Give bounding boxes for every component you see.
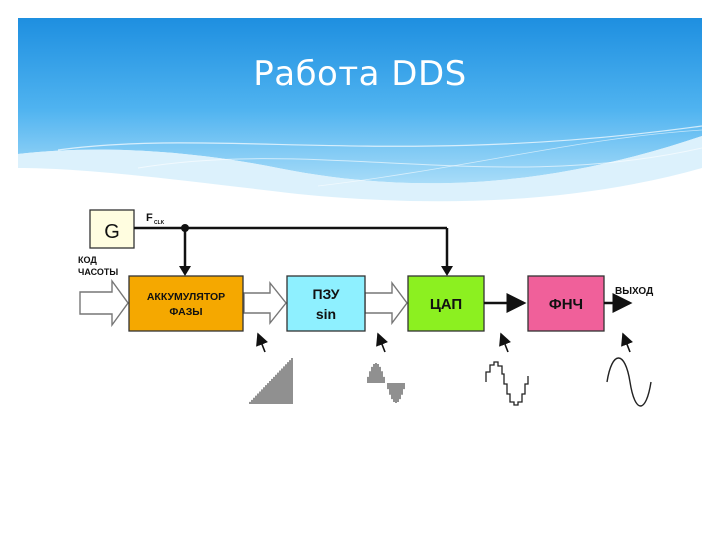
sine-bus-arrow (364, 280, 408, 326)
freq-code-bus-arrow (79, 278, 129, 328)
rom-label-2: sin (316, 306, 336, 322)
accumulator-label-2: ФАЗЫ (169, 306, 202, 318)
clock-generator-label: G (104, 221, 120, 243)
lpf-block: ФНЧ (527, 275, 605, 332)
clock-arrow-dac (441, 266, 453, 276)
phase-bus-arrow (243, 281, 287, 325)
header-banner (18, 18, 702, 202)
clock-junction-dot (181, 224, 189, 232)
pointer-arrow-lpf (621, 332, 634, 353)
accumulator-label-1: АККУМУЛЯТОР (147, 291, 225, 303)
pointer-arrow-phase (256, 332, 269, 353)
clock-arrow-accumulator (179, 266, 191, 276)
dac-block: ЦАП (407, 275, 485, 332)
clock-line (134, 226, 449, 268)
pointer-arrow-rom (376, 332, 389, 353)
freq-code-label-1: КОД (78, 255, 97, 265)
freq-code-label-2: ЧАСОТЫ (78, 267, 118, 277)
accumulator-block: АККУМУЛЯТОР ФАЗЫ (128, 275, 244, 332)
clock-label-sub: CLK (154, 220, 165, 226)
dac-label: ЦАП (430, 296, 462, 313)
stepped-sine-waveform (485, 361, 529, 406)
pointer-arrow-dac (499, 332, 512, 353)
smooth-sine-waveform (606, 357, 652, 407)
rom-block: ПЗУ sin (286, 275, 366, 332)
clock-generator-block: G (89, 209, 135, 249)
lpf-label: ФНЧ (549, 296, 583, 313)
staircase-sine-waveform (367, 363, 405, 403)
sawtooth-phase-waveform (249, 358, 293, 404)
output-label: ВЫХОД (615, 286, 653, 297)
rom-label-1: ПЗУ (312, 286, 339, 302)
clock-label: F (146, 212, 153, 224)
slide-title: Работа DDS (253, 54, 467, 94)
